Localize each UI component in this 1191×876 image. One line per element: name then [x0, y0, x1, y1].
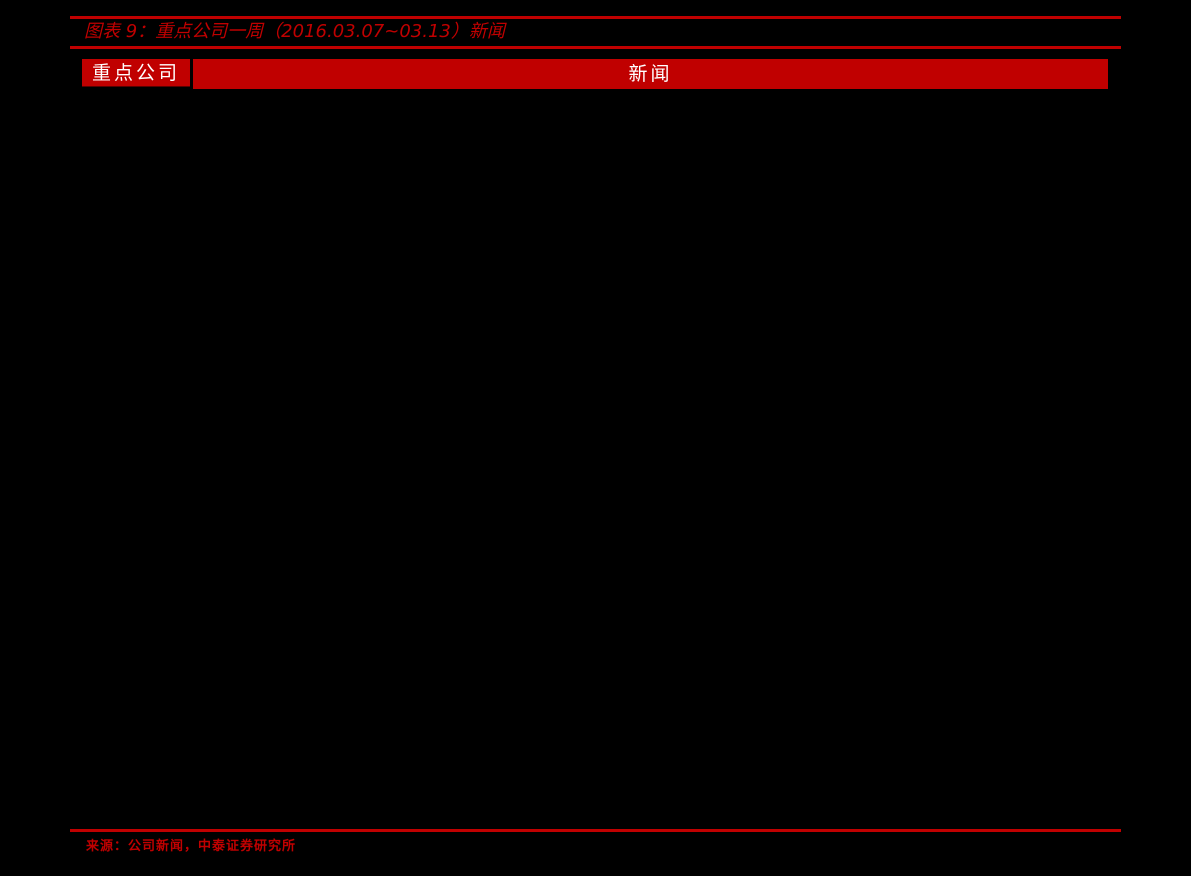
- figure-title: 图表 9：重点公司一周（2016.03.07~03.13）新闻: [84, 21, 505, 42]
- source-note: 来源：公司新闻，中泰证券研究所: [86, 839, 297, 854]
- news-table-body: [82, 90, 1108, 825]
- title-top-rule: [70, 16, 1121, 19]
- column-header-company: 重点公司: [82, 59, 190, 87]
- footer-rule: [70, 829, 1121, 832]
- news-table-header: 重点公司 新闻: [82, 59, 1108, 89]
- title-bottom-rule: [70, 46, 1121, 49]
- column-header-news: 新闻: [193, 59, 1108, 89]
